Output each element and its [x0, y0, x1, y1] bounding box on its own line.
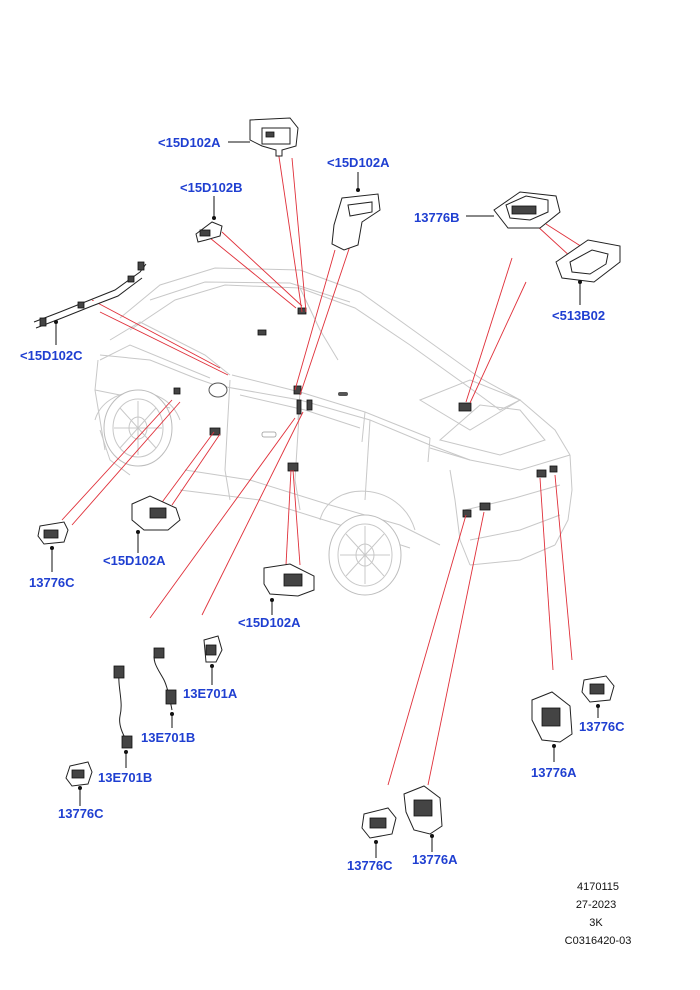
callout-15d102a-top: <15D102A: [158, 135, 221, 150]
airbag-bracket-part: [331, 172, 381, 251]
module-13776a-bottom: [403, 785, 443, 852]
callout-15d102a-bracket: <15D102A: [327, 155, 390, 170]
reference-block: 4170115 27-2023 3K C0316420-03: [565, 881, 632, 947]
callout-13e701a: 13E701A: [183, 686, 238, 701]
sensor-13776c-lowleft: [65, 761, 93, 806]
harness-part-c: [33, 261, 147, 345]
callout-15d102c: <15D102C: [20, 348, 83, 363]
callout-13776b: 13776B: [414, 210, 460, 225]
callout-513b02: <513B02: [552, 308, 605, 323]
leader-lines: [61, 149, 591, 786]
vehicle-outline: [94, 267, 573, 596]
sensor-part-top: [228, 117, 299, 157]
callout-13776c-right: 13776C: [579, 719, 625, 734]
sensor-13776c-right: [581, 675, 615, 718]
roof-module-part: [466, 191, 561, 229]
callout-13776a-right: 13776A: [531, 765, 577, 780]
bezel-part: [555, 239, 621, 305]
module-13776a-right: [531, 691, 573, 762]
reference-number: 4170115: [577, 881, 619, 893]
callout-15d102a-midleft: <15D102A: [103, 553, 166, 568]
callout-13776a-bottom: 13776A: [412, 852, 458, 867]
cable-13e701b-upper: [153, 647, 177, 728]
harness-part-b: [195, 196, 223, 243]
sensor-13776c-left: [37, 521, 69, 572]
sensor-15d102a-center: [263, 563, 315, 615]
sensor-13e701a: [203, 635, 223, 685]
cable-13e701b-lower: [113, 665, 133, 768]
callout-15d102a-center: <15D102A: [238, 615, 301, 630]
callout-15d102b: <15D102B: [180, 180, 243, 195]
callout-13776c-bottom: 13776C: [347, 858, 393, 873]
callout-13e701b-upper: 13E701B: [141, 730, 195, 745]
callout-13e701b-lower: 13E701B: [98, 770, 152, 785]
reference-date: 27-2023: [576, 899, 616, 911]
reference-illustration-id: C0316420-03: [565, 935, 632, 947]
sensor-15d102a-midleft: [131, 495, 181, 553]
callout-13776c-lowleft: 13776C: [58, 806, 104, 821]
reference-code: 3K: [589, 917, 603, 929]
callout-13776c-left: 13776C: [29, 575, 75, 590]
sensor-13776c-bottom: [361, 807, 397, 858]
